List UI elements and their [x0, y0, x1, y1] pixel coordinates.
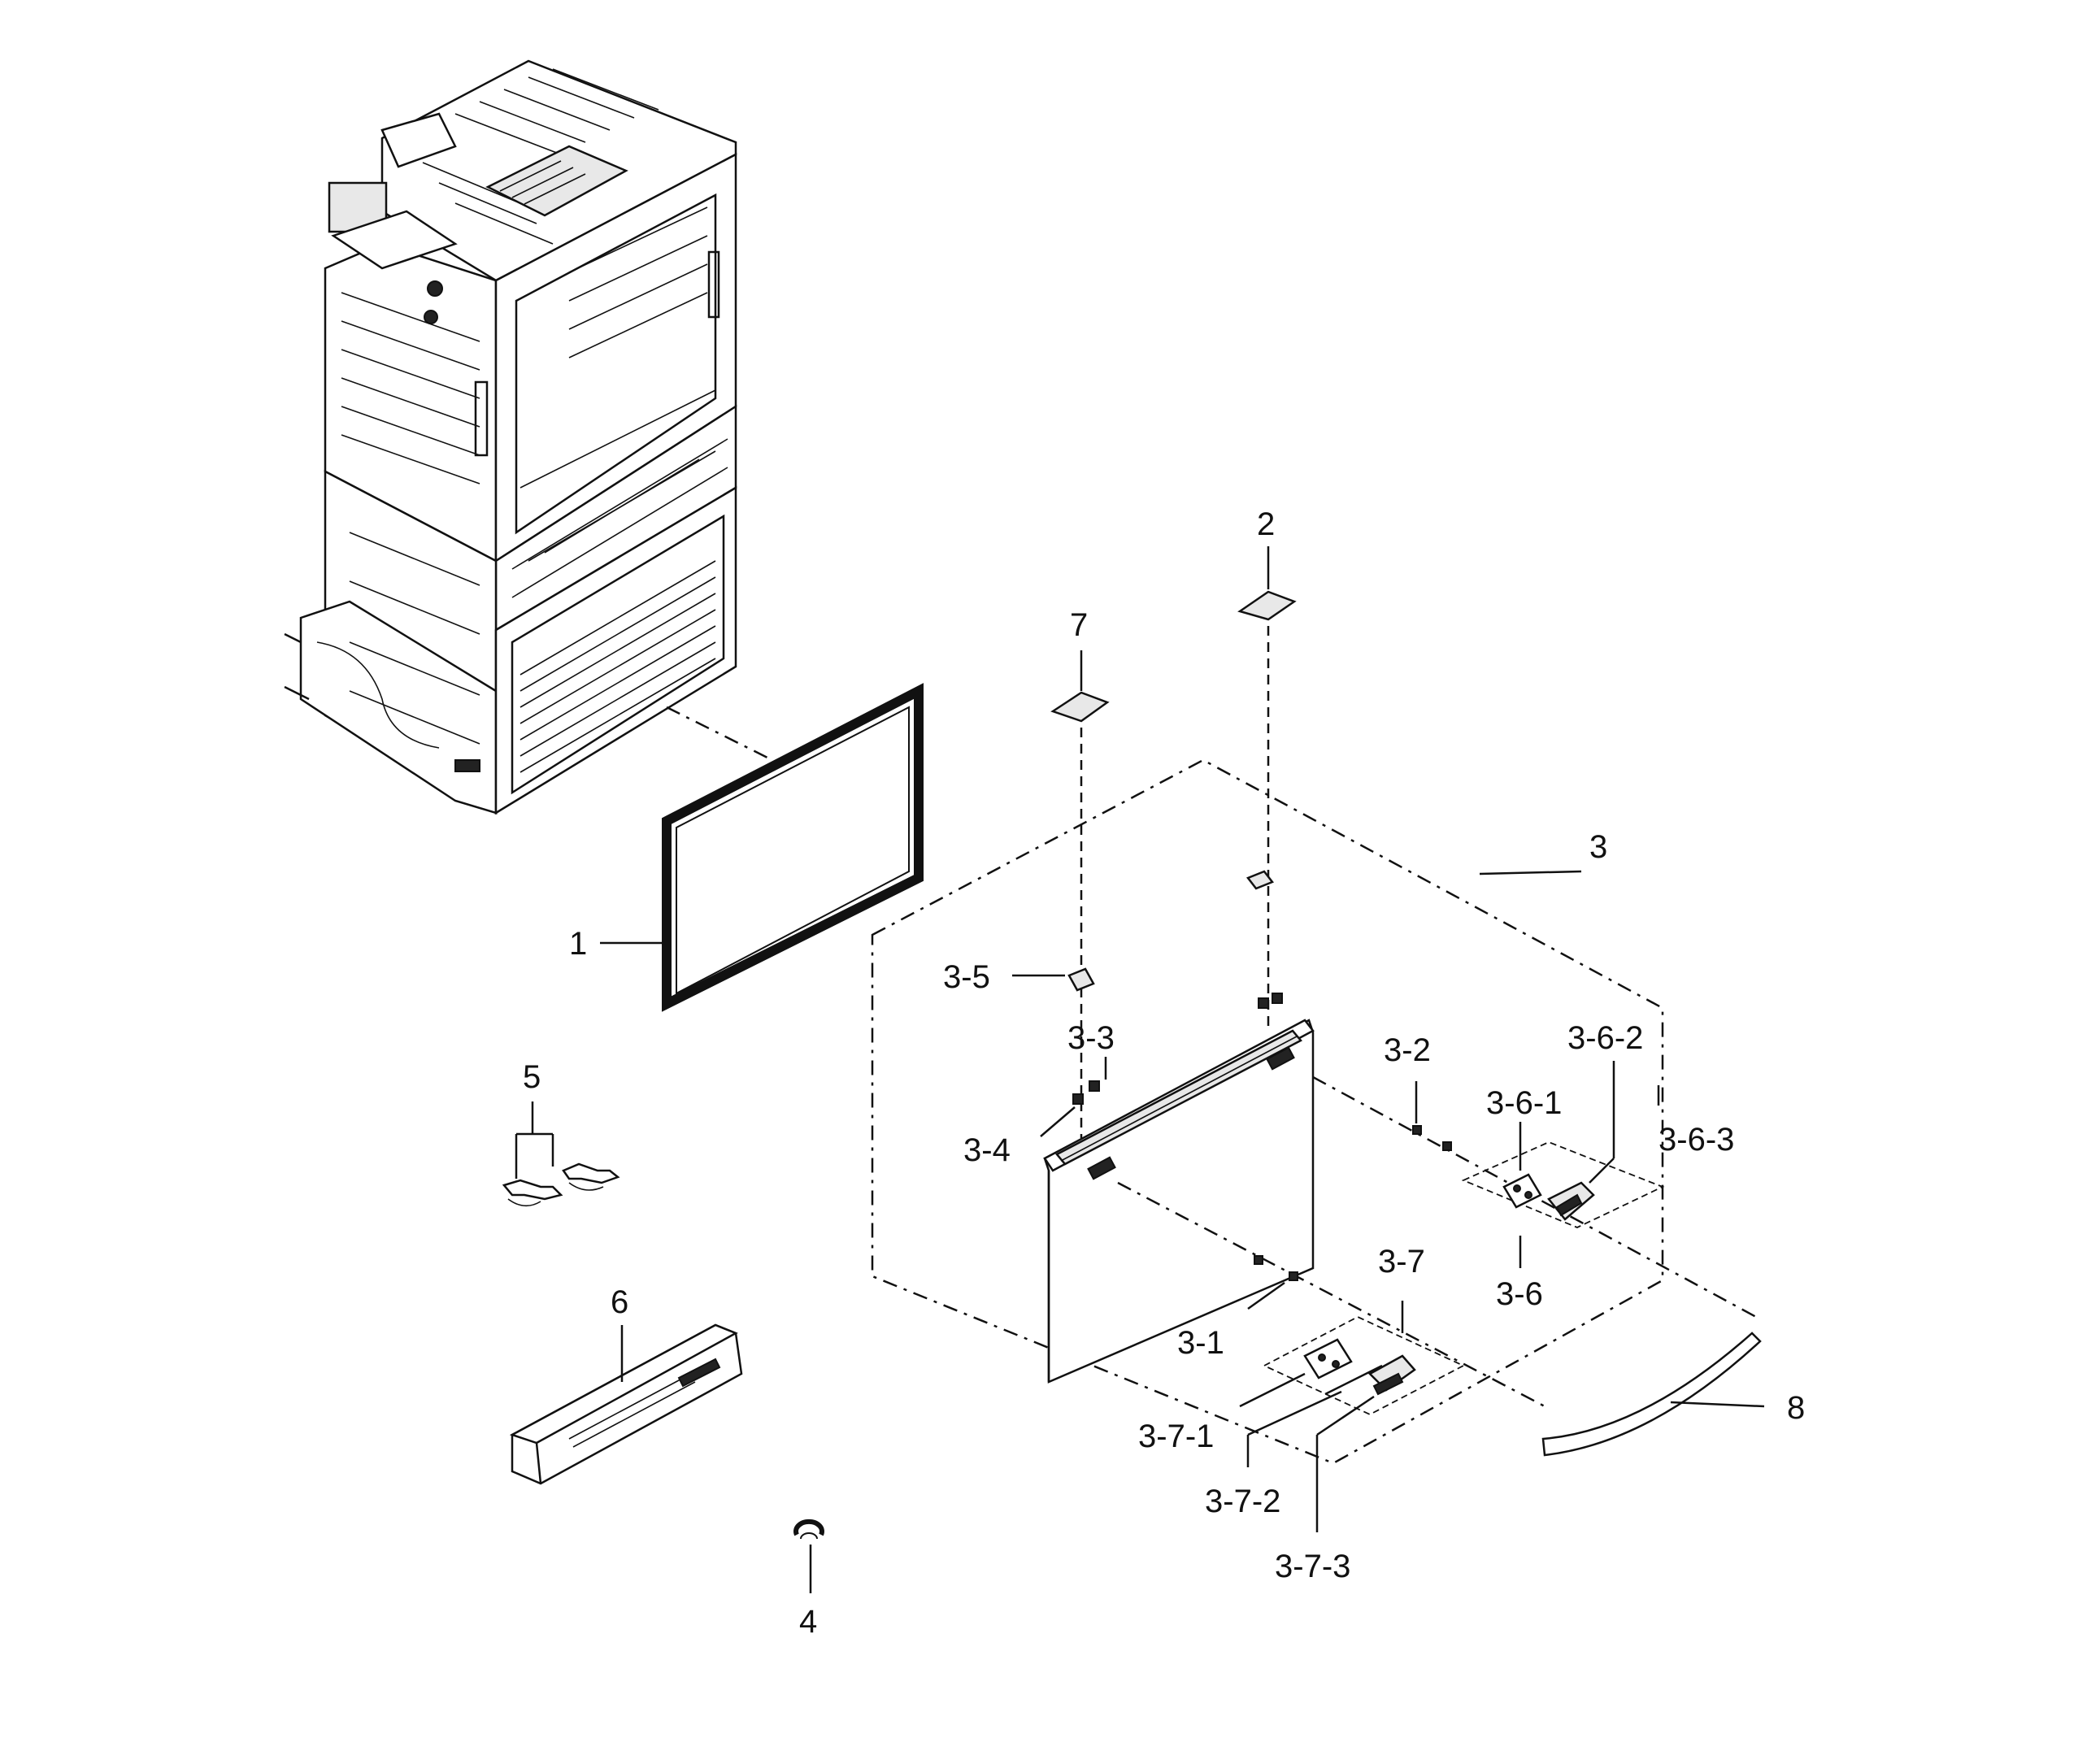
- callout-7: 7: [1070, 607, 1088, 643]
- rail-bracket-3-7-2: [1324, 1364, 1383, 1396]
- hinge-cover-7: [1050, 691, 1110, 723]
- callout-3-7: 3-7: [1378, 1244, 1425, 1280]
- leader-3-4: [1040, 1106, 1076, 1137]
- hinge-cover-2: [1237, 590, 1297, 621]
- callout-1: 1: [569, 926, 587, 962]
- leader-3: [1479, 870, 1582, 875]
- rail-bracket-3-6-2: [1547, 1181, 1595, 1221]
- hinge-pin-upper: [1246, 870, 1274, 890]
- screws-3-1: [1254, 1255, 1298, 1281]
- rail-assembly-3-6-box: [1461, 1141, 1665, 1228]
- refrigerator-cabinet: [284, 59, 737, 815]
- callout-3: 3: [1589, 829, 1607, 865]
- rail-assembly-3-7-box: [1262, 1315, 1466, 1416]
- leader-8: [1670, 1401, 1765, 1408]
- hinge-pin-3-5: [1067, 967, 1095, 992]
- callout-3-6-1: 3-6-1: [1486, 1085, 1562, 1121]
- callout-5: 5: [523, 1059, 541, 1095]
- callout-3-6-2: 3-6-2: [1567, 1020, 1643, 1056]
- callout-3-3: 3-3: [1067, 1020, 1115, 1056]
- leader-3-7-2b: [1247, 1390, 1342, 1436]
- callout-6: 6: [611, 1284, 628, 1320]
- callout-2: 2: [1257, 506, 1275, 542]
- door-gasket: [662, 683, 924, 1012]
- leader-3-7-1: [1239, 1372, 1306, 1408]
- callout-3-6-3: 3-6-3: [1658, 1122, 1734, 1158]
- callout-3-4: 3-4: [963, 1132, 1011, 1168]
- leader-3-7-3b: [1316, 1395, 1375, 1436]
- rail-bracket-3-6-1: [1502, 1173, 1542, 1209]
- stopper-clips: [502, 1162, 620, 1207]
- door-handle: [1541, 1332, 1762, 1457]
- callout-3-7-1: 3-7-1: [1138, 1419, 1214, 1454]
- callout-3-1: 3-1: [1177, 1325, 1224, 1361]
- callout-8: 8: [1787, 1390, 1805, 1426]
- callout-3-5: 3-5: [943, 959, 990, 995]
- screws-3-2: [1412, 1125, 1452, 1151]
- rail-guide-left: [1117, 1181, 1545, 1408]
- leader-3-6-2b: [1589, 1158, 1615, 1184]
- basket-guide-rail: [509, 1323, 743, 1485]
- freezer-door-panel: [1043, 1019, 1315, 1384]
- gasket-guide-line: [666, 706, 773, 762]
- callout-4: 4: [799, 1604, 817, 1640]
- rail-bracket-3-7-1: [1303, 1338, 1353, 1379]
- e-ring: [793, 1519, 824, 1540]
- rail-bracket-3-7-3: [1367, 1354, 1416, 1396]
- callout-3-6: 3-6: [1496, 1276, 1543, 1312]
- screws-3-3: [1072, 993, 1283, 1105]
- callout-3-7-2: 3-7-2: [1205, 1484, 1280, 1519]
- callout-3-7-3: 3-7-3: [1275, 1549, 1350, 1584]
- leader-3-1: [1247, 1281, 1285, 1310]
- callout-3-2: 3-2: [1384, 1032, 1431, 1068]
